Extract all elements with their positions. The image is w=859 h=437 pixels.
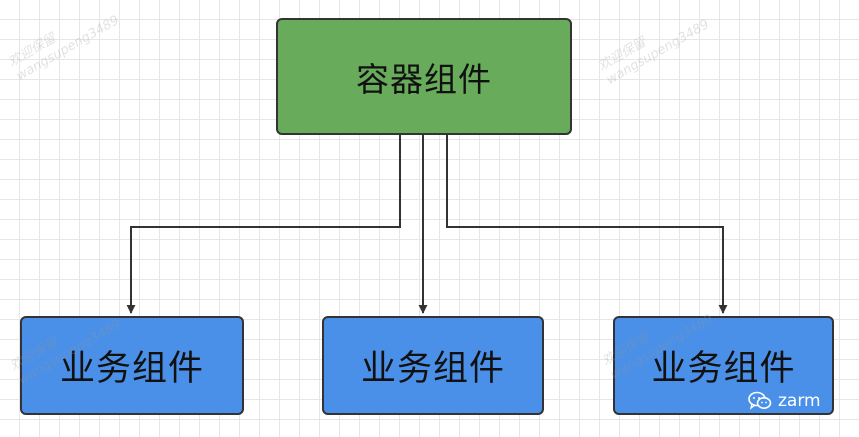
brand-badge: zarm (748, 391, 821, 411)
wechat-icon (748, 391, 772, 410)
business-component-label-1: 业务组件 (59, 349, 204, 389)
container-component-node[interactable]: 容器组件 (276, 18, 572, 135)
container-component-label: 容器组件 (356, 59, 492, 99)
edge-to-child-3 (446, 135, 728, 314)
edge-to-child-1 (126, 135, 401, 314)
business-component-node-2[interactable]: 业务组件 (322, 316, 544, 415)
business-component-node-1[interactable]: 业务组件 (20, 316, 244, 415)
business-component-node-3[interactable]: 业务组件 (613, 316, 834, 415)
business-component-label-2: 业务组件 (360, 349, 505, 389)
brand-name: zarm (778, 391, 821, 411)
business-component-label-3: 业务组件 (651, 349, 796, 389)
